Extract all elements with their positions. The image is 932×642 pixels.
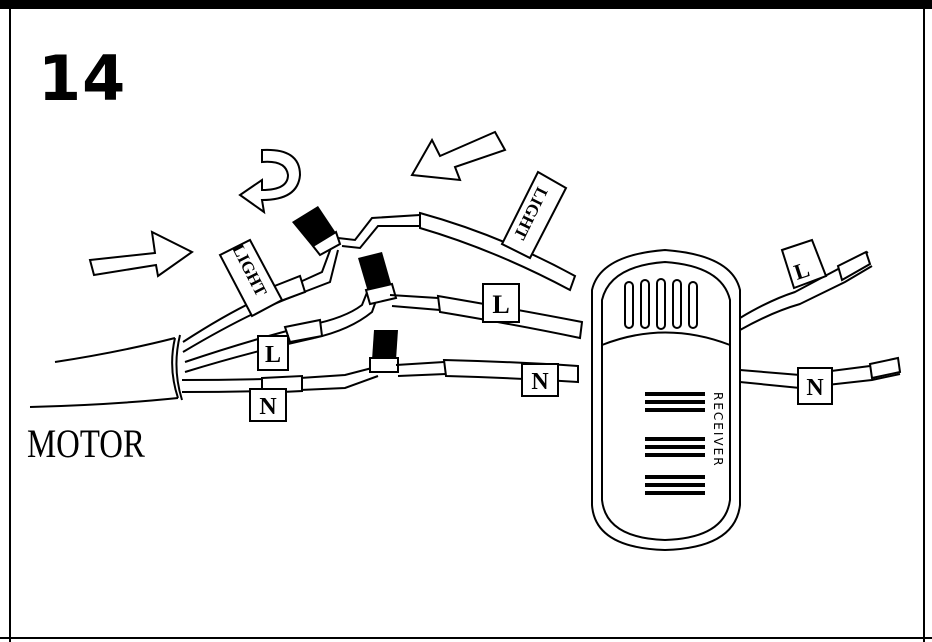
output-wire-jackets (836, 250, 902, 380)
step-number: 14 (38, 42, 127, 115)
svg-text:N: N (259, 394, 277, 420)
wire-nut-icon (369, 330, 399, 373)
svg-text:L: L (492, 290, 509, 319)
light-tag: LIGHT (500, 170, 568, 260)
svg-text:N: N (531, 369, 549, 395)
receiver-icon (591, 248, 741, 552)
motor-housing (29, 334, 183, 408)
arrow-right-icon (88, 230, 194, 278)
neutral-tag: N (797, 367, 833, 405)
top-bar (0, 0, 932, 9)
motor-wire-jackets (261, 274, 324, 395)
arrow-left-icon (410, 130, 507, 182)
line-tag: L (257, 335, 289, 371)
light-tag: LIGHT (218, 238, 284, 318)
neutral-tag: N (521, 363, 559, 397)
receiver-vents (645, 392, 705, 495)
wire-nut-icon (358, 252, 398, 306)
wire-nut-icon (292, 206, 342, 257)
rotate-arrow-icon (238, 148, 302, 215)
receiver-label: RECEIVER (711, 392, 725, 468)
line-tag: L (482, 283, 520, 323)
line-tag: L (780, 238, 828, 290)
receiver-wires (337, 214, 447, 377)
svg-text:L: L (265, 342, 281, 368)
svg-text:N: N (806, 375, 824, 401)
neutral-tag: N (249, 388, 287, 422)
motor-label: MOTOR (27, 421, 145, 466)
